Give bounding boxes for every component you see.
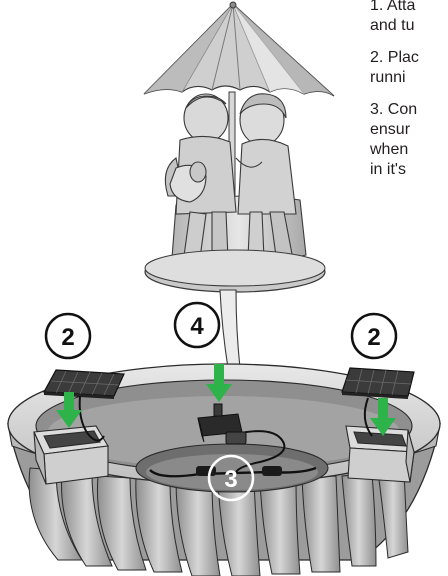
cable-connector-right (262, 466, 282, 476)
callout-label-connector: 3 (224, 466, 237, 493)
callout-badge-solar-right: 2 (352, 314, 396, 358)
left-panel-holder (34, 426, 108, 484)
callout-label-solar-left: 2 (61, 324, 74, 351)
children-statue (165, 94, 306, 264)
callout-badge-pole: 4 (175, 303, 219, 347)
callout-label-pole: 4 (190, 313, 204, 340)
left-solar-panel (44, 370, 124, 399)
callout-badge-solar-left: 2 (46, 314, 90, 358)
umbrella-canopy (144, 2, 334, 96)
callout-label-solar-right: 2 (367, 324, 380, 351)
spigot-tube (220, 290, 240, 368)
right-panel-holder (346, 426, 414, 482)
right-solar-panel (342, 368, 414, 399)
